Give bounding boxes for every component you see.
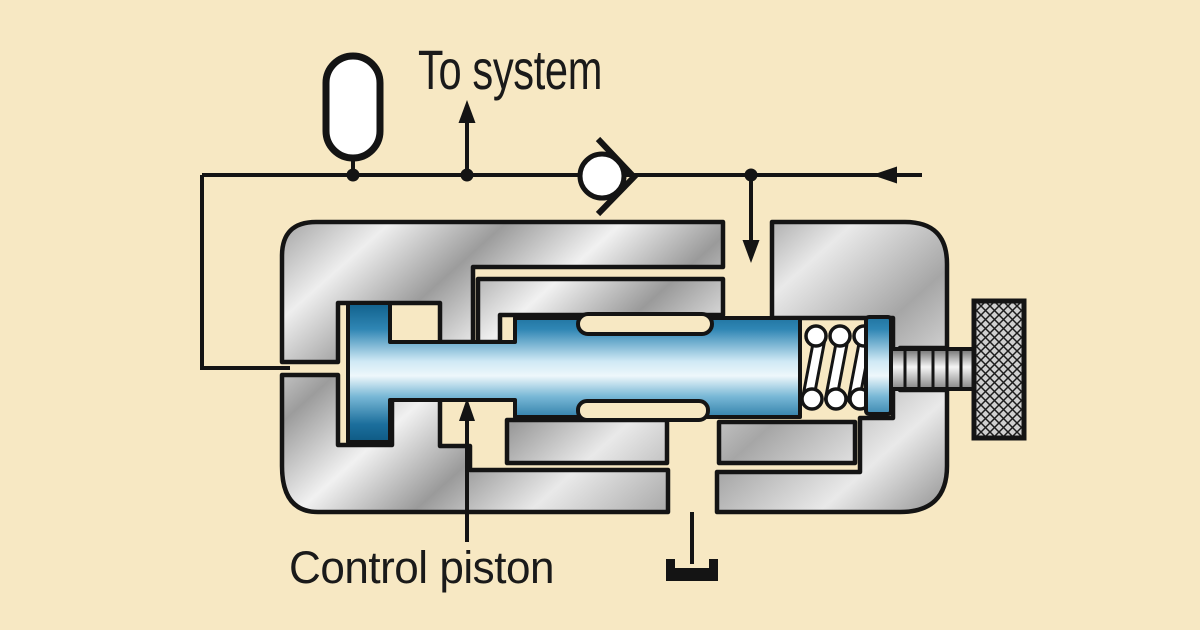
control-piston-pointer-arrow: [459, 398, 475, 421]
check-valve-symbol: [577, 136, 639, 217]
pilot-circuit-lines: [200, 122, 922, 564]
up-arrow-icon: [458, 100, 476, 123]
adjustment-screw: [889, 347, 978, 391]
piston-bottom-groove: [576, 399, 710, 422]
valve-body: [279, 219, 950, 515]
junction-dot: [744, 168, 758, 182]
control-piston-label-group: Control piston: [289, 398, 555, 593]
tank-drain-symbol: [666, 559, 718, 581]
to-system-label: To system: [418, 38, 602, 101]
control-piston: [346, 301, 802, 444]
junction-dot: [346, 168, 360, 182]
piston-top-groove: [576, 312, 714, 336]
body-right-piece: [714, 219, 950, 515]
junction-dot: [460, 168, 474, 182]
knurled-knob: [971, 298, 1027, 441]
control-piston-label: Control piston: [289, 542, 554, 593]
junction-dots: [346, 168, 758, 182]
accumulator-symbol: [322, 52, 384, 162]
to-system-label-group: To system: [418, 38, 603, 101]
spring-seat-disc: [864, 315, 893, 416]
left-arrow-icon: [872, 166, 897, 184]
flow-arrowheads: [458, 100, 897, 263]
body-inner-block-right: [716, 419, 858, 466]
pilot-feedback-line: [200, 175, 290, 370]
piston-spring: [800, 324, 876, 411]
body-inner-block-left: [504, 417, 670, 466]
down-arrow-icon: [742, 240, 760, 263]
body-upper-left-piece: [279, 219, 726, 365]
